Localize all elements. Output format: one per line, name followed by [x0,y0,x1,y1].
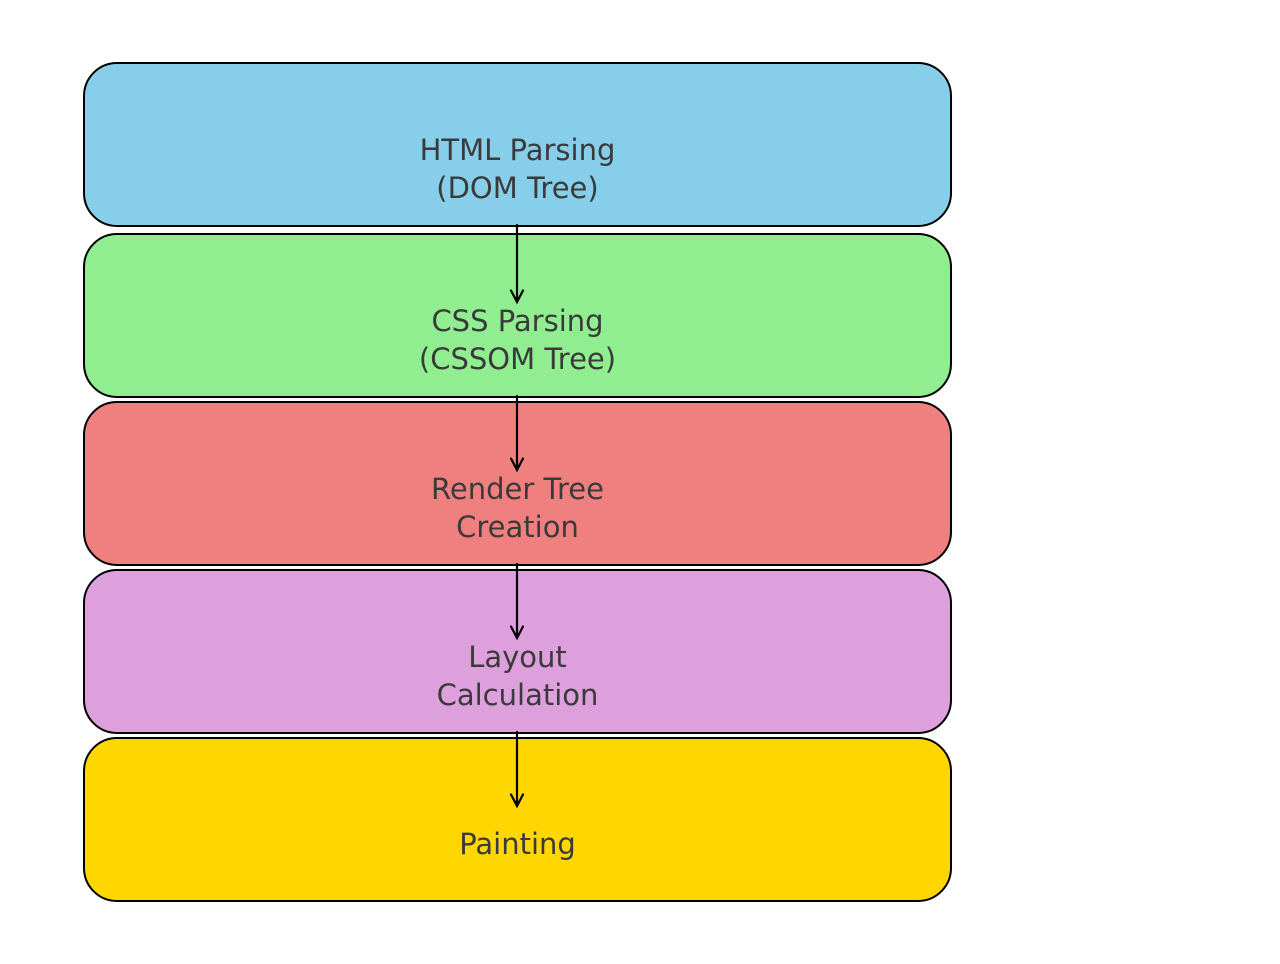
node-html-parsing: HTML Parsing (DOM Tree) [83,62,952,227]
node-painting: Painting [83,737,952,902]
node-label-line: (DOM Tree) [436,170,599,205]
node-label-line: CSS Parsing [431,303,604,338]
node-label-line: Calculation [436,677,599,712]
node-label-line: Render Tree [431,471,604,506]
node-label-line: HTML Parsing [419,132,616,167]
node-label-line: Creation [456,509,579,544]
node-label-line: Painting [459,826,576,861]
node-css-parsing: CSS Parsing (CSSOM Tree) [83,233,952,398]
node-label-line: (CSSOM Tree) [418,341,617,376]
node-layout-calculation: Layout Calculation [83,569,952,734]
node-label-line: Layout [468,639,567,674]
node-render-tree-creation: Render Tree Creation [83,401,952,566]
